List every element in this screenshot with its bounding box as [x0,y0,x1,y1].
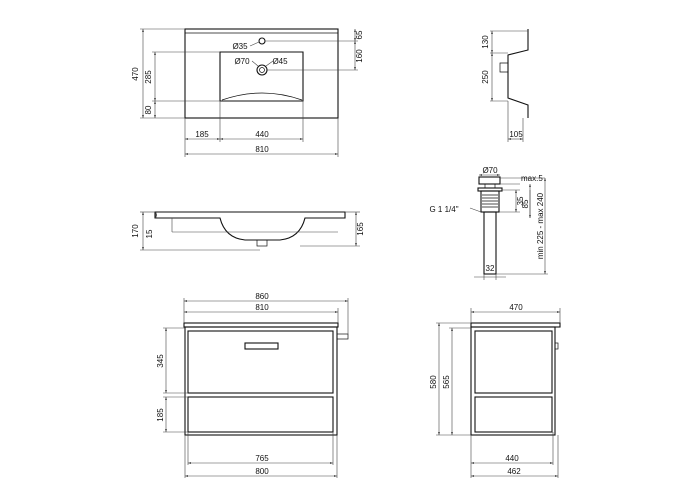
drain-detail-view: Ø70 max.5 35 85 min 225 - max 240 G 1 1/… [429,166,548,280]
label-hole-diameter: Ø35 [232,42,248,51]
dim-min-max: min 225 - max 240 [536,192,545,259]
cabinet-side-body [470,326,556,436]
dim-580: 580 [429,375,438,389]
label-drain-outer: Ø70 [234,57,250,66]
faucet-stub [336,333,349,340]
cabinet-body [184,326,338,436]
side-section-view: 130 250 105 [481,29,529,142]
label-drain-diameter: Ø70 [482,166,498,175]
drawer-handle [244,342,279,350]
countertop-outline [184,28,339,119]
basin-profile [507,29,529,118]
dim-565: 565 [442,375,451,389]
dim-130: 130 [481,35,490,49]
dim-345: 345 [156,354,165,368]
dim-285: 285 [144,70,153,84]
dim-170: 170 [131,224,140,238]
dim-800: 800 [255,467,269,476]
dim-185: 185 [156,408,165,422]
drain-thread [480,190,500,213]
dim-165: 165 [356,222,365,236]
countertop [183,322,339,328]
cabinet-front-view: 860 810 345 185 765 800 [156,292,349,478]
dim-765: 765 [255,454,269,463]
dim-440: 440 [255,130,269,139]
basin-outline [219,51,304,102]
label-max-5: max.5 [521,174,543,183]
countertop-section [154,211,346,241]
dim-185: 185 [195,130,209,139]
side-upper-panel [474,330,553,394]
side-lower-panel [474,396,553,433]
faucet-hole [258,37,266,45]
dim-15: 15 [145,229,154,238]
label-drain-inner: Ø45 [272,57,288,66]
dim-250: 250 [481,70,490,84]
dim-860: 860 [255,292,269,301]
dim-470: 470 [131,67,140,81]
dim-810: 810 [255,145,269,154]
countertop-side [470,322,561,328]
dim-32: 32 [486,264,495,273]
dim-470: 470 [509,303,523,312]
dim-810: 810 [255,303,269,312]
label-thread: G 1 1/4" [429,205,458,214]
dim-440: 440 [505,454,519,463]
drain-hole [256,64,268,76]
dim-35: 35 [516,196,525,205]
drain-cap [478,176,501,185]
lower-drawer [187,396,334,433]
dim-160: 160 [355,49,364,63]
dim-85: 85 [521,199,530,208]
dim-80: 80 [144,105,153,114]
dim-65: 65 [355,30,364,39]
top-plan-view: 470 285 80 65 160 185 440 810 Ø35 Ø70 Ø4… [131,28,364,157]
front-section-view: 170 15 165 [131,211,365,251]
drain-pipe [483,211,497,275]
dim-105: 105 [509,130,523,139]
cabinet-side-view: 470 580 565 440 462 [429,303,561,478]
upper-drawer [187,330,334,394]
dim-462: 462 [507,467,521,476]
